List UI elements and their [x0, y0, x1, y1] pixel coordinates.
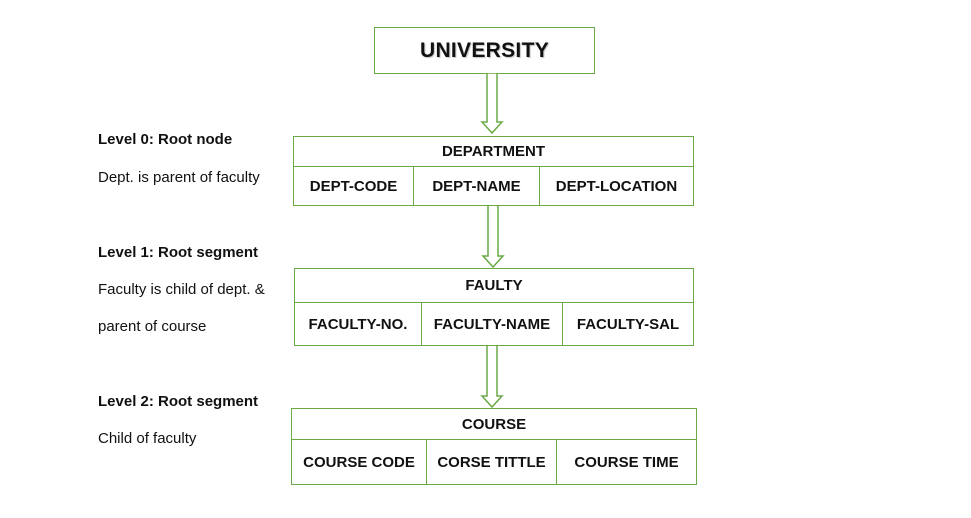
level-description: Dept. is parent of faculty: [98, 169, 260, 186]
level-heading: Level 0: Root node: [98, 131, 233, 148]
segment-field: DEPT-CODE: [294, 167, 414, 206]
department-segment: DEPARTMENT DEPT-CODE DEPT-NAME DEPT-LOCA…: [293, 136, 694, 206]
faculty-segment: FAULTY FACULTY-NO. FACULTY-NAME FACULTY-…: [294, 268, 694, 346]
segment-title: DEPARTMENT: [294, 137, 693, 167]
level-description: Child of faculty: [98, 430, 197, 447]
university-title: UNIVERSITY: [419, 38, 550, 62]
down-arrow-icon: [480, 345, 504, 409]
level-description: Faculty is child of dept. &: [98, 281, 265, 298]
level-heading: Level 1: Root segment: [98, 244, 259, 261]
down-arrow-icon: [480, 73, 504, 135]
segment-title: COURSE: [292, 409, 696, 440]
segment-field: FACULTY-NO.: [295, 303, 422, 346]
segment-field: DEPT-NAME: [414, 167, 540, 206]
segment-field: DEPT-LOCATION: [555, 178, 678, 195]
segment-field: FACULTY-NAME: [422, 303, 563, 346]
segment-field: COURSE TIME: [574, 454, 679, 471]
down-arrow-icon: [481, 205, 505, 269]
segment-field: COURSE CODE: [292, 440, 427, 485]
segment-field: CORSE TITTLE: [427, 440, 557, 485]
level-heading: Level 2: Root segment: [98, 393, 259, 410]
level-description: parent of course: [98, 318, 207, 335]
segment-title: FAULTY: [295, 269, 693, 303]
segment-field: FACULTY-SAL: [576, 316, 680, 333]
course-segment: COURSE COURSE CODE CORSE TITTLE COURSE T…: [291, 408, 697, 485]
university-node: UNIVERSITY: [374, 27, 595, 74]
